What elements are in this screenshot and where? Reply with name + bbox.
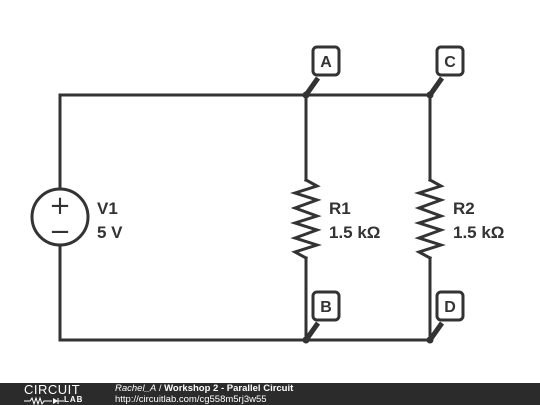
r2-name-label: R2 — [453, 199, 475, 218]
wires — [58, 93, 432, 342]
logo-text-lab: LAB — [64, 395, 84, 404]
circuitlab-logo[interactable]: CIRCUIT LAB — [24, 383, 94, 405]
node-c[interactable]: C — [426, 45, 465, 99]
node-a[interactable]: A — [302, 45, 341, 99]
footer-bar: CIRCUIT LAB Rachel_A / Workshop 2 - Para… — [0, 383, 540, 405]
node-b[interactable]: B — [302, 290, 341, 344]
v1-value-label: 5 V — [97, 223, 123, 242]
node-a-label: A — [320, 54, 332, 71]
r1-name-label: R1 — [329, 199, 351, 218]
circuit-title[interactable]: Workshop 2 - Parallel Circuit — [164, 383, 294, 394]
logo-text-circuit: CIRCUIT — [24, 382, 81, 397]
circuit-credit: Rachel_A / Workshop 2 - Parallel Circuit — [115, 384, 293, 394]
circuit-url-link[interactable]: http://circuitlab.com/cg558m5rj3w55 — [115, 393, 267, 405]
wire-bottom — [58, 243, 432, 342]
v1-plus-sign: + — [49, 191, 71, 221]
node-c-label: C — [444, 54, 456, 71]
v1-name-label: V1 — [97, 199, 118, 218]
resistor-r1[interactable] — [290, 177, 322, 261]
wire-top — [58, 93, 432, 192]
node-d-label: D — [444, 299, 456, 316]
voltage-source-v1[interactable]: + − — [30, 187, 90, 247]
v1-minus-sign: − — [49, 217, 71, 247]
resistor-r2[interactable] — [414, 177, 446, 261]
author-name[interactable]: Rachel_A — [115, 383, 157, 394]
r1-value-label: 1.5 kΩ — [329, 223, 380, 242]
node-b-label: B — [320, 299, 332, 316]
credit-separator: / — [156, 383, 165, 394]
r2-value-label: 1.5 kΩ — [453, 223, 504, 242]
node-d[interactable]: D — [426, 290, 465, 344]
circuit-schematic: + − V1 5 V R1 1.5 kΩ R2 1.5 kΩ A C B D — [30, 45, 504, 344]
logo-wave-icon — [24, 396, 64, 405]
